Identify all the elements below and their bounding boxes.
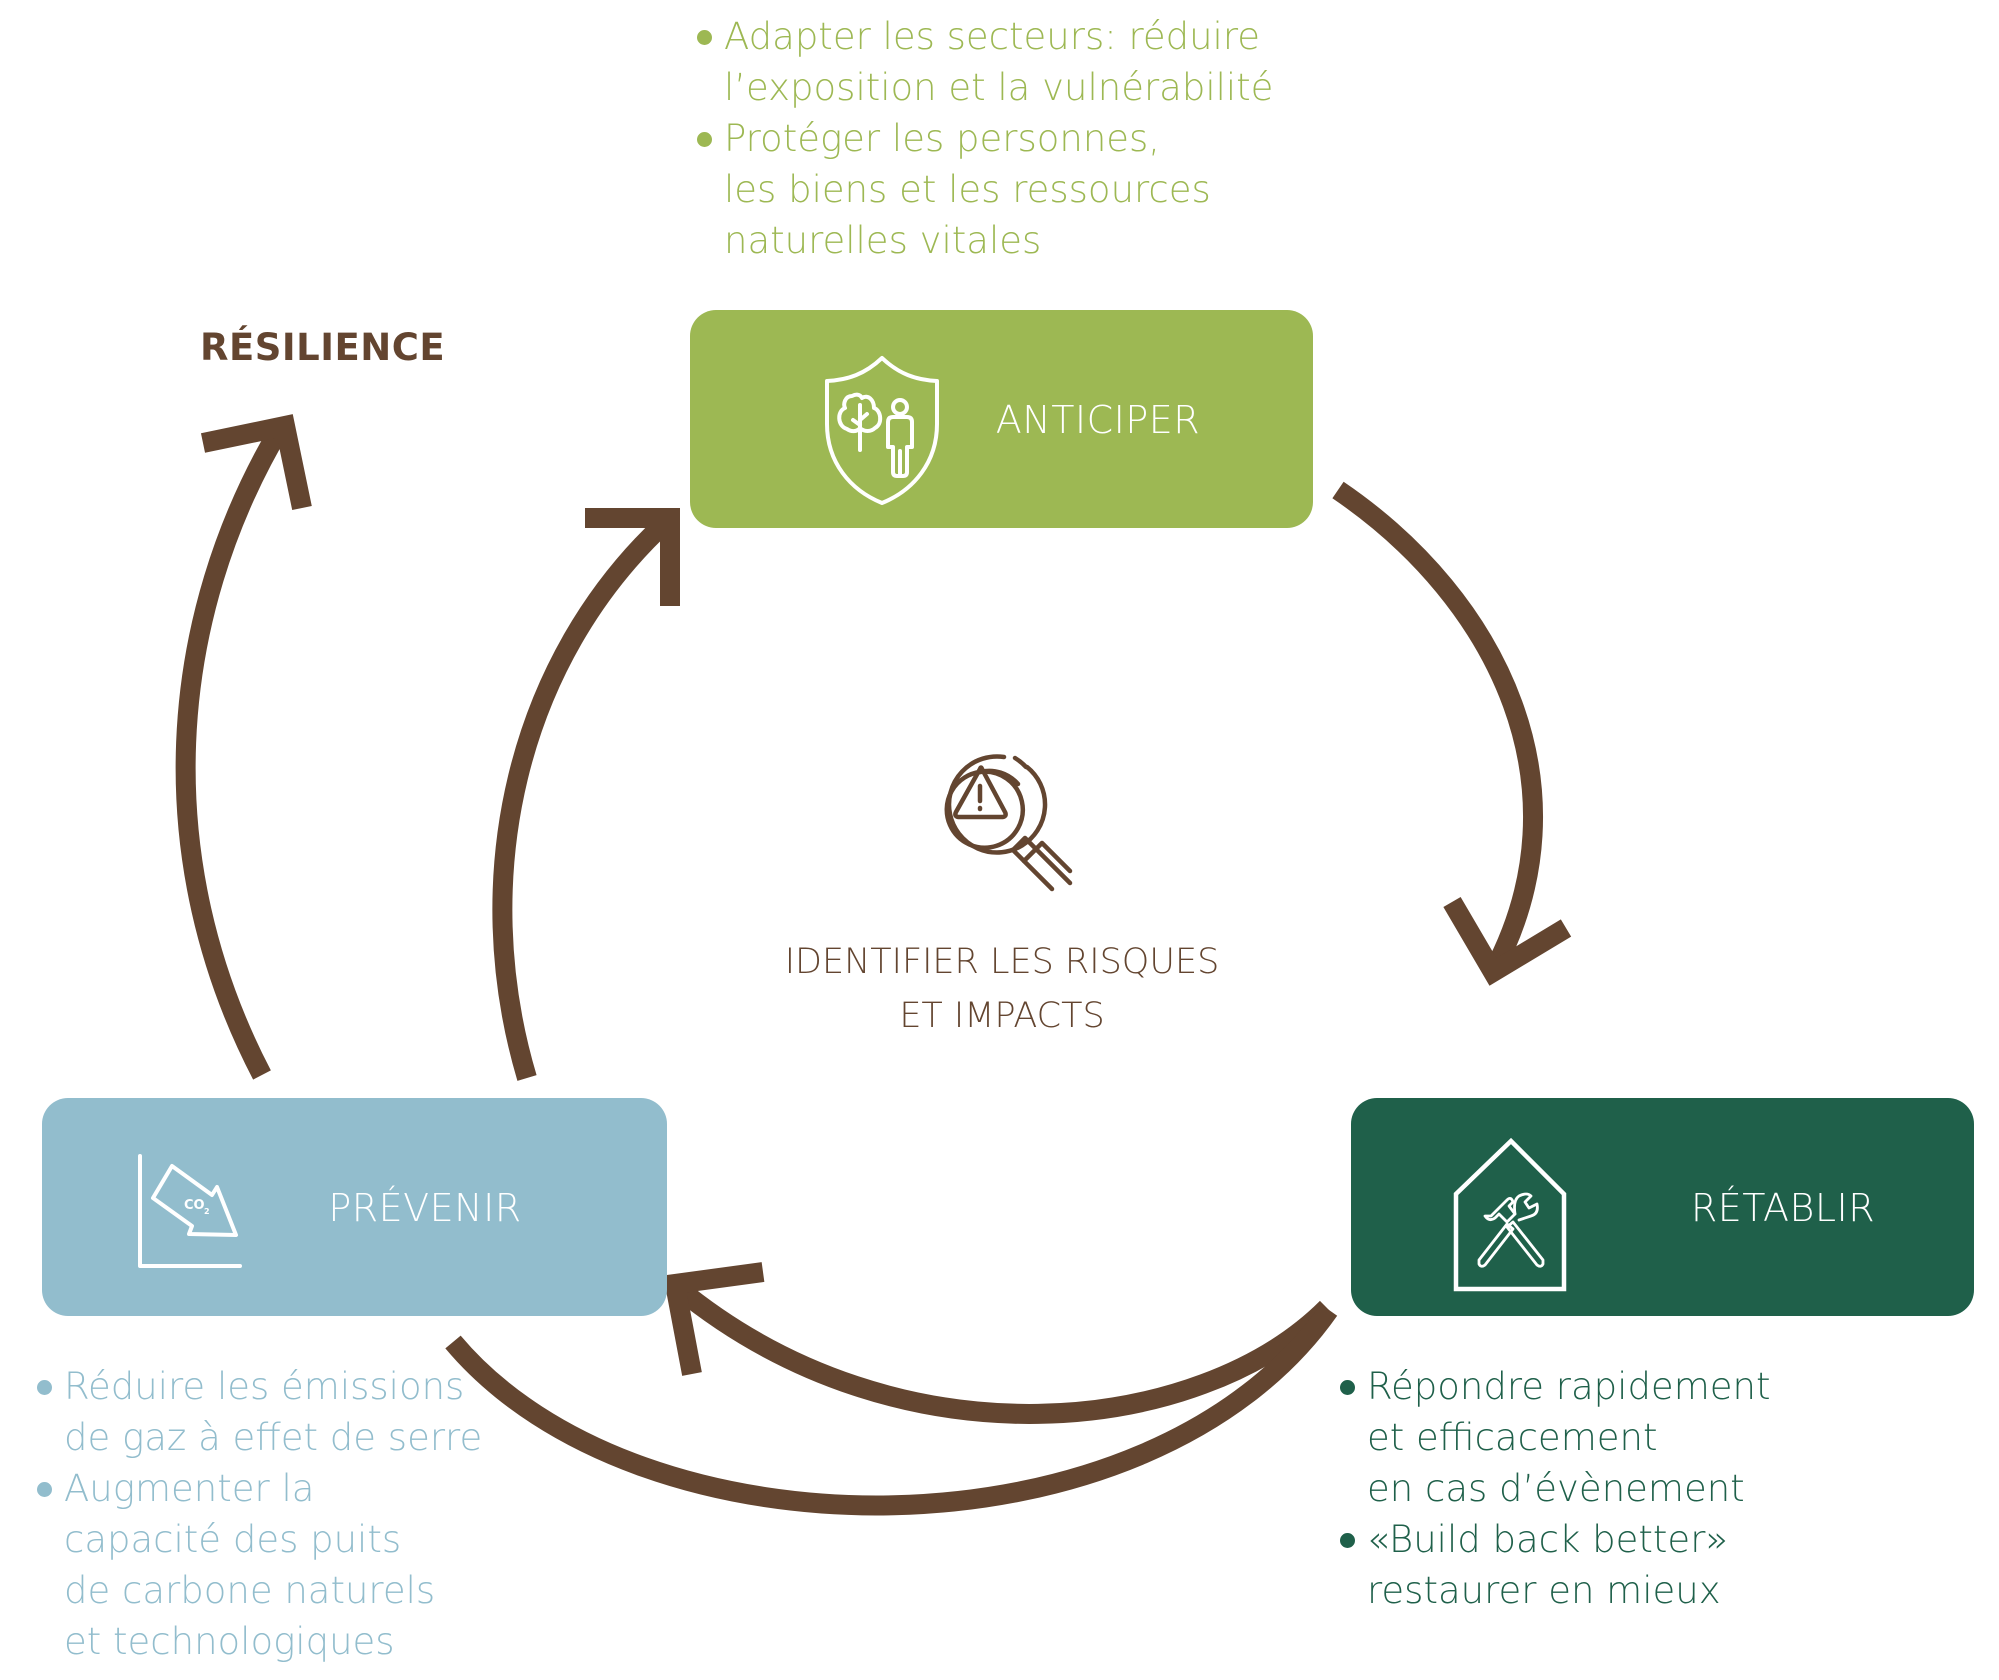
anticiper-label: ANTICIPER: [995, 398, 1201, 442]
bullet-dot-icon: [37, 1380, 52, 1395]
arrow-anticiper-to-retablir: [1332, 481, 1572, 986]
arrow-retablir-to-prevenir: [663, 1262, 1335, 1424]
arrow-to-resilience: [175, 414, 312, 1080]
prevenir-bullet-text: Réduire les émissions de gaz à effet de …: [64, 1365, 483, 1459]
magnifier-warning-icon: [944, 754, 1073, 892]
anticiper-bullet-text: Protéger les personnes, les biens et les…: [724, 117, 1211, 262]
retablir-bullets: Répondre rapidement et efficacement en c…: [1340, 1361, 1820, 1616]
retablir-label: RÉTABLIR: [1690, 1186, 1876, 1230]
co2-decrease-chart-icon: CO 2: [138, 1154, 242, 1268]
bullet-dot-icon: [37, 1482, 52, 1497]
bullet-dot-icon: [697, 30, 712, 45]
prevenir-bullets: Réduire les émissions de gaz à effet de …: [37, 1361, 517, 1667]
anticiper-bullet-item: Protéger les personnes, les biens et les…: [697, 113, 1337, 266]
step-prevenir: CO 2 PRÉVENIR: [42, 1098, 667, 1316]
prevenir-bullet-item: Augmenter la capacité des puits de carbo…: [37, 1463, 517, 1667]
anticiper-bullets: Adapter les secteurs: réduire l’expositi…: [697, 11, 1337, 266]
identify-risks-label: IDENTIFIER LES RISQUES ET IMPACTS: [784, 942, 1220, 1036]
retablir-bullet-text: «Build back better» restaurer en mieux: [1367, 1518, 1729, 1612]
shield-tree-person-icon: [825, 356, 939, 505]
anticiper-bullet-item: Adapter les secteurs: réduire l’expositi…: [697, 11, 1337, 113]
retablir-bullet-text: Répondre rapidement et efficacement en c…: [1367, 1365, 1771, 1510]
prevenir-label: PRÉVENIR: [328, 1186, 522, 1230]
co2-subscript: 2: [204, 1207, 210, 1216]
resilience-label: RÉSILIENCE: [200, 326, 446, 369]
house-tools-icon: [1453, 1137, 1567, 1292]
prevenir-bullet-item: Réduire les émissions de gaz à effet de …: [37, 1361, 517, 1463]
arrow-retablir-outer-loop: [445, 1304, 1338, 1516]
step-anticiper: ANTICIPER: [690, 310, 1313, 528]
bullet-dot-icon: [697, 132, 712, 147]
prevenir-bullet-text: Augmenter la capacité des puits de carbo…: [64, 1467, 436, 1663]
bullet-dot-icon: [1340, 1380, 1355, 1395]
arrow-prevenir-to-anticiper: [492, 508, 680, 1081]
step-retablir: RÉTABLIR: [1351, 1098, 1974, 1316]
retablir-bullet-item: «Build back better» restaurer en mieux: [1340, 1514, 1820, 1616]
retablir-bullet-item: Répondre rapidement et efficacement en c…: [1340, 1361, 1820, 1514]
bullet-dot-icon: [1340, 1533, 1355, 1548]
anticiper-bullet-text: Adapter les secteurs: réduire l’expositi…: [724, 15, 1274, 109]
co2-text: CO: [184, 1198, 205, 1213]
